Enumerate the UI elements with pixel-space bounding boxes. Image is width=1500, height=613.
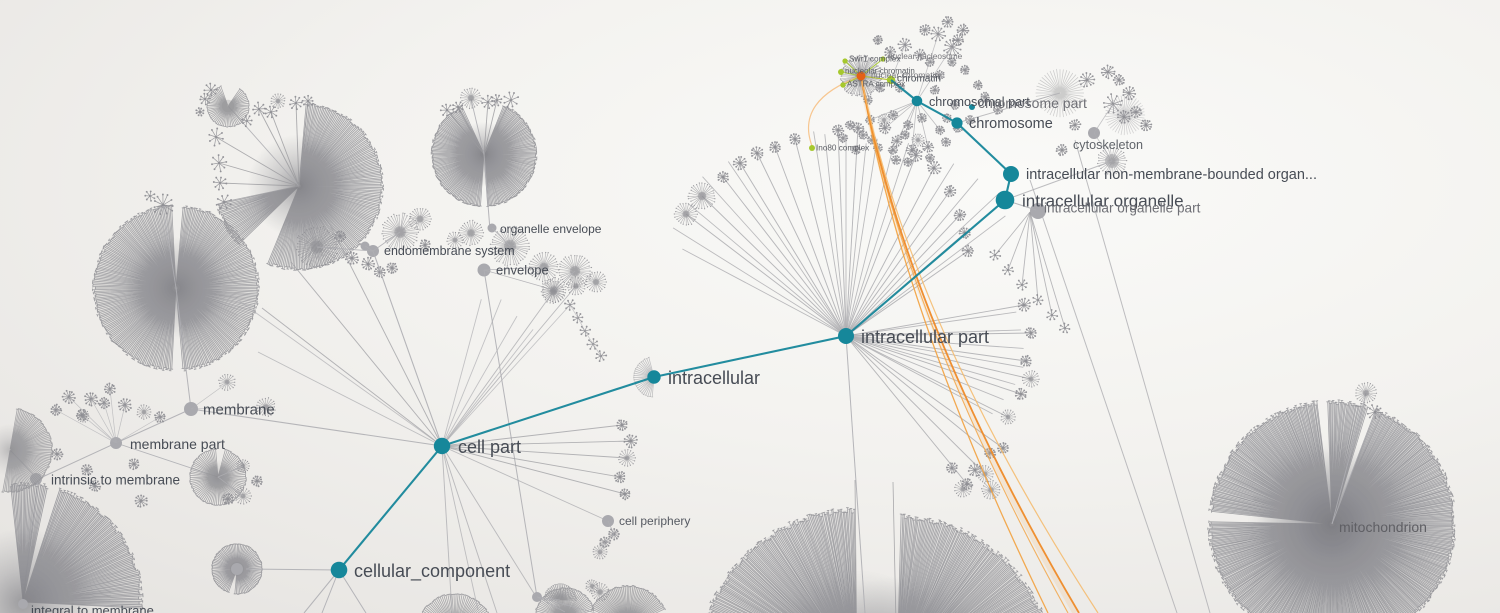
svg-text:mitochondrion: mitochondrion — [1339, 519, 1427, 535]
svg-text:Swr1 complex: Swr1 complex — [849, 55, 900, 64]
svg-text:intracellular: intracellular — [668, 368, 760, 388]
svg-text:organelle envelope: organelle envelope — [500, 222, 602, 236]
svg-text:nucleolar chromatin: nucleolar chromatin — [845, 67, 915, 76]
svg-text:intracellular part: intracellular part — [861, 327, 989, 347]
svg-text:cellular_component: cellular_component — [354, 561, 510, 582]
svg-text:intrinsic to membrane: intrinsic to membrane — [51, 473, 180, 488]
svg-text:membrane part: membrane part — [130, 436, 225, 452]
svg-text:intracellular organelle: intracellular organelle — [1022, 192, 1184, 211]
svg-text:membrane: membrane — [203, 402, 275, 419]
svg-text:nuclear nucleosome: nuclear nucleosome — [888, 51, 963, 61]
svg-text:chromosomal part: chromosomal part — [929, 95, 1030, 109]
svg-text:endomembrane system: endomembrane system — [384, 244, 515, 258]
svg-text:nuclear chromatin: nuclear chromatin — [871, 70, 940, 80]
svg-text:chromatin: chromatin — [897, 74, 941, 85]
svg-text:cytoskeleton: cytoskeleton — [1073, 138, 1143, 152]
svg-text:chromosome: chromosome — [969, 116, 1053, 132]
svg-text:intracellular organelle part: intracellular organelle part — [1044, 201, 1201, 216]
svg-text:cell periphery: cell periphery — [619, 514, 690, 528]
svg-text:integral to membrane: integral to membrane — [31, 603, 154, 613]
svg-text:cell part: cell part — [458, 437, 521, 457]
svg-text:ASTRA complex: ASTRA complex — [847, 80, 905, 89]
svg-text:envelope: envelope — [496, 263, 549, 278]
svg-text:intracellular non-membrane-bou: intracellular non-membrane-bounded organ… — [1026, 167, 1317, 183]
svg-text:Ino80 complex: Ino80 complex — [816, 144, 869, 153]
svg-text:chromosome part: chromosome part — [978, 95, 1087, 111]
